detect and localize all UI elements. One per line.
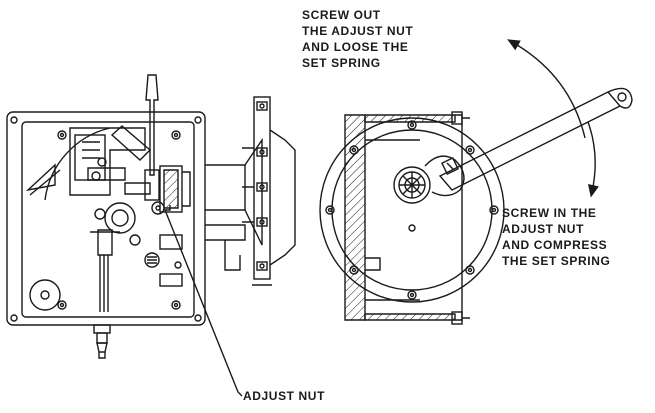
- adjust-nut-leader: [163, 205, 243, 397]
- feedback-lever: [144, 74, 165, 215]
- diaphragm-case: [205, 96, 296, 286]
- mechanism-bracket: [69, 125, 152, 196]
- adjust-spring-center: [393, 166, 431, 232]
- screw-in-arrow: [587, 121, 599, 198]
- case-bolts: [242, 101, 268, 271]
- bottom-port: [93, 324, 111, 359]
- screw-out-note: SCREW OUT THE ADJUST NUT AND LOOSE THE S…: [302, 7, 413, 71]
- adjust-nut-assembly: [159, 165, 191, 213]
- screw-out-line-3: AND LOOSE THE: [302, 40, 409, 54]
- lower-screws: [144, 234, 183, 287]
- spring-housing-section: [344, 111, 470, 325]
- gauge-port: [29, 279, 61, 311]
- adjust-wrench: [424, 87, 633, 197]
- adjust-nut-label: ADJUST NUT: [243, 389, 326, 403]
- spring-gear: [90, 202, 141, 246]
- screw-out-arrow: [507, 39, 586, 139]
- screw-in-note: SCREW IN THE ADJUST NUT AND COMPRESS THE…: [502, 205, 610, 269]
- screw-in-line-3: AND COMPRESS: [502, 238, 608, 252]
- screw-out-line-4: SET SPRING: [302, 56, 381, 70]
- screw-out-line-1: SCREW OUT: [302, 8, 381, 22]
- feedback-arc: [25, 127, 111, 201]
- screw-in-line-1: SCREW IN THE: [502, 206, 597, 220]
- screw-in-line-2: ADJUST NUT: [502, 222, 585, 236]
- positioner-housing: [6, 111, 206, 326]
- screw-in-line-4: THE SET SPRING: [502, 254, 611, 268]
- screw-out-line-2: THE ADJUST NUT: [302, 24, 414, 38]
- pilot-stem: [97, 229, 113, 312]
